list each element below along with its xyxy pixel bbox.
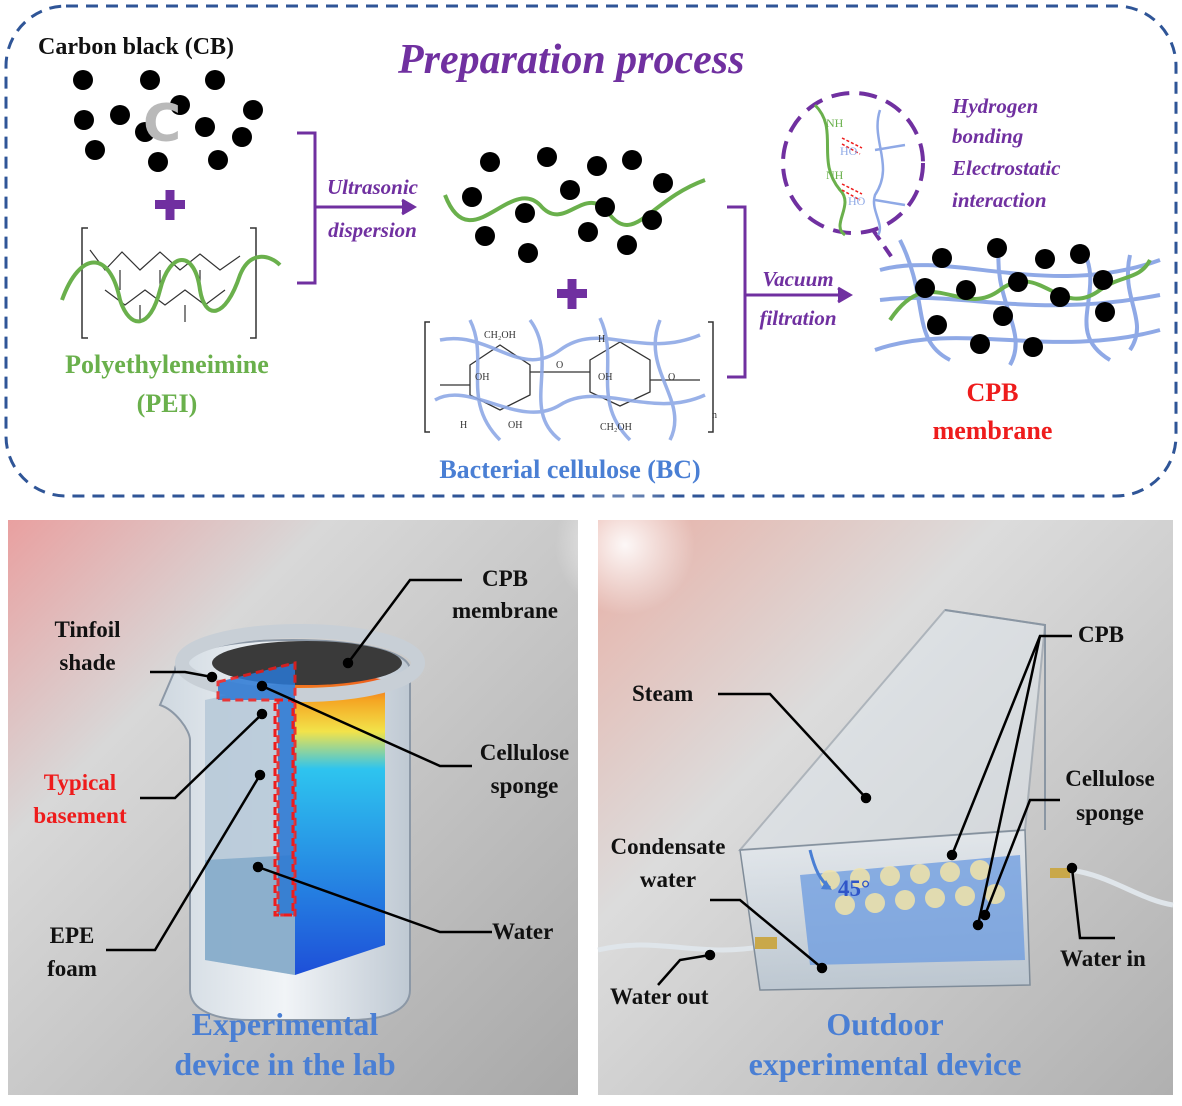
cpb-membrane-composite — [874, 238, 1161, 366]
bc-oh-3: OH — [475, 372, 490, 383]
carbon-black-label: Carbon black (CB) — [38, 34, 235, 60]
carbon-black-particles — [73, 70, 263, 172]
interaction-zoom — [781, 91, 925, 264]
cpb-membrane-label-top: membrane — [932, 416, 1053, 445]
water-out-label: Water out — [610, 984, 709, 1009]
lab-caption-2: device in the lab — [174, 1046, 396, 1082]
cpb-label-top: CPB — [966, 378, 1019, 407]
bc-label: Bacterial cellulose (BC) — [439, 455, 701, 484]
preparation-title: Preparation process — [398, 37, 745, 83]
bc-oh-1: OH — [508, 420, 523, 431]
bc-ch2oh-top: CH₂OH — [484, 330, 516, 341]
ho-label-2: HO — [848, 194, 866, 208]
bc-n-subscript: n — [712, 410, 717, 421]
lab-cellulose-label: Cellulose — [479, 740, 570, 765]
nh2-label-1: NH — [826, 116, 844, 130]
foam-label: foam — [47, 956, 97, 981]
lab-water-label: Water — [492, 919, 554, 944]
bc-h-2: H — [598, 334, 606, 345]
condensate-water-label: water — [639, 867, 697, 892]
preparation-panel-border — [4, 4, 1178, 498]
interaction-electrostatic: Electrostatic — [952, 156, 1061, 180]
ho-label-1: HO — [840, 144, 858, 158]
bc-oh-2: OH — [598, 372, 613, 383]
tinfoil-label: Tinfoil — [54, 617, 121, 642]
carbon-symbol: C — [143, 94, 182, 154]
nh2-label-2: NH — [826, 168, 844, 182]
outdoor-leader-lines — [657, 634, 1115, 986]
outdoor-caption-1: Outdoor — [826, 1006, 944, 1042]
lab-leader-lines — [106, 578, 492, 952]
bc-o-2: O — [668, 372, 676, 383]
condensate-label: Condensate — [610, 834, 726, 859]
interaction-hydrogen: Hydrogen — [952, 94, 1039, 118]
basement-label: basement — [33, 803, 127, 828]
pei-structure — [60, 227, 282, 339]
steam-label: Steam — [632, 681, 694, 706]
bc-structure — [424, 317, 714, 442]
outdoor-cpb-label: CPB — [1078, 622, 1124, 647]
lab-membrane-label: membrane — [451, 598, 559, 623]
vacuum-arrow — [727, 205, 853, 379]
angle-label: 45° — [838, 876, 871, 901]
outdoor-caption-2: experimental device — [748, 1046, 1022, 1082]
shade-label: shade — [59, 650, 116, 675]
bc-ch2oh-bottom: CH₂OH — [600, 422, 632, 433]
typical-label: Typical — [43, 770, 117, 795]
lab-device-illustration — [158, 624, 425, 1021]
ultrasonic-label: Ultrasonic — [326, 175, 418, 199]
lab-caption-1: Experimental — [191, 1006, 379, 1042]
pei-name: Polyethyleneimine — [65, 350, 269, 379]
pei-abbr: (PEI) — [136, 389, 198, 418]
water-in-label: Water in — [1060, 946, 1146, 971]
outdoor-cellulose-label: Cellulose — [1065, 766, 1155, 791]
cb-pei-mixture — [443, 147, 706, 263]
bc-o-1: O — [556, 360, 564, 371]
filtration-label: filtration — [759, 306, 837, 330]
outdoor-device-illustration — [597, 608, 1174, 991]
epe-label: EPE — [49, 923, 95, 948]
vacuum-label: Vacuum — [762, 267, 834, 291]
dispersion-label: dispersion — [328, 218, 417, 242]
interaction-bonding: bonding — [952, 124, 1024, 148]
ultrasonic-arrow — [297, 131, 417, 285]
outdoor-sponge-label: sponge — [1076, 800, 1144, 825]
interaction-interaction: interaction — [952, 188, 1047, 212]
sun-glare — [555, 475, 695, 615]
plus-sign-icon — [155, 190, 185, 220]
bc-h-1: H — [460, 420, 468, 431]
lab-sponge-label: sponge — [490, 773, 559, 798]
plus-sign-icon — [557, 279, 587, 309]
lab-cpb-label: CPB — [482, 566, 528, 591]
